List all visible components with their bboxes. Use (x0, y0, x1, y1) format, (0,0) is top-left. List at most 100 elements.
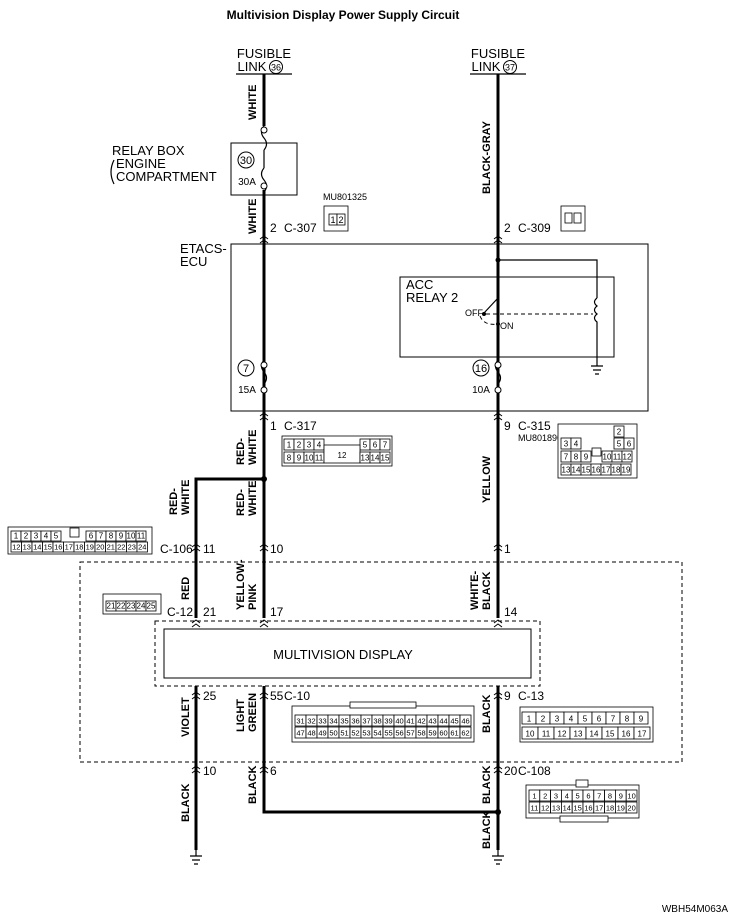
c106-pin-10: 10 (270, 542, 284, 556)
c13-cell-label: 2 (541, 715, 546, 724)
c317-cell-box (379, 451, 391, 464)
c315-cell-label: 13 (562, 466, 571, 475)
c10-cell-label: 53 (362, 729, 370, 738)
c10-cell-label: 51 (340, 729, 348, 738)
multivision-display-box (163, 628, 532, 679)
fuse-7-rating: 15A (238, 385, 256, 396)
multivision-connector-outline (154, 620, 541, 687)
c315-cell-label: 16 (592, 466, 601, 475)
c315-cell-label: 2 (617, 428, 622, 437)
fuse-7-number: 7 (243, 363, 249, 375)
c108-cell-label: 15 (573, 804, 581, 813)
c10-cell-label: 57 (406, 729, 414, 738)
c10-pin: 55 (270, 689, 284, 703)
c315-cell-box (580, 450, 592, 463)
c106-cell-label: 7 (99, 532, 104, 541)
c106-cell-label: 4 (44, 532, 49, 541)
acc-relay-label-line1: ACC (406, 277, 433, 292)
c10-cell-label: 59 (428, 729, 436, 738)
c12-cell-label: 25 (147, 602, 156, 611)
c106-cell-label: 23 (128, 543, 136, 552)
c106-cell-box (136, 541, 148, 553)
c13-cell-box (633, 726, 651, 740)
c108-cell-label: 3 (554, 792, 558, 801)
c315-cell-label: 14 (572, 466, 581, 475)
c315-cell-label: 5 (617, 440, 622, 449)
etacs-ecu-outline (230, 243, 649, 412)
c13-cell-label: 16 (622, 730, 631, 739)
c13-cell-label: 14 (590, 730, 599, 739)
c10-cell-label: 42 (417, 717, 425, 726)
c108-cell-label: 2 (543, 792, 547, 801)
c13-cell-label: 5 (583, 715, 588, 724)
connector-arrow-mark (259, 765, 269, 774)
acc-relay-splice (495, 257, 501, 263)
pin-17: 17 (270, 605, 284, 619)
acc-relay-coil-feed (498, 259, 598, 298)
c106-cell-box (50, 530, 62, 542)
relay-box-bracket (110, 159, 115, 185)
c315-cell-box (570, 437, 582, 450)
fusible-link-36-number: 36 (271, 63, 281, 73)
c12-pin: 21 (203, 605, 217, 619)
c106-cell-label: 12 (12, 543, 20, 552)
c13-pin: 9 (504, 689, 511, 703)
c317-cell-label: 11 (315, 454, 324, 463)
c10-cell-box (459, 714, 472, 727)
c108-cell-label: 18 (606, 804, 614, 813)
ground-icon-left (190, 855, 202, 865)
connector-arrow-mark (493, 765, 503, 774)
fuse-16-number: 16 (475, 363, 487, 375)
c10-cell-label: 43 (428, 717, 436, 726)
fuse-7-number-circle (237, 359, 255, 377)
c315-cell-box (623, 437, 635, 450)
wire-label-red-white-2-line2: WHITE (247, 481, 259, 516)
c106-cell-label: 19 (86, 543, 94, 552)
c108-cell-label: 5 (576, 792, 580, 801)
c10-cell-label: 46 (461, 717, 469, 726)
c12-cell-box (145, 600, 157, 612)
c10-cell-label: 34 (329, 717, 337, 726)
c108-cell-label: 11 (531, 804, 539, 813)
fuse-16-number-circle (472, 359, 490, 377)
c106-cell-label: 8 (109, 532, 114, 541)
c315-cell-label: 12 (623, 453, 632, 462)
connector-arrow-mark (493, 235, 503, 244)
fusible-link-37-label-line2: LINK (472, 59, 501, 74)
c108-cell-label: 19 (617, 804, 625, 813)
c315-name: C-315 (518, 419, 551, 433)
wire-label-yellow-pink-line1: YELLOW- (235, 559, 247, 610)
fusible-link-37-number: 37 (505, 63, 515, 73)
c315-cell-label: 19 (622, 466, 631, 475)
ground-icon-right (492, 855, 504, 865)
c108-cell-label: 20 (627, 804, 635, 813)
c106-cell-label: 24 (138, 543, 146, 552)
c10-cell-label: 39 (384, 717, 392, 726)
c307-cell-2: 2 (338, 215, 343, 225)
c317-name: C-317 (284, 419, 317, 433)
fuse-30-terminal-bottom (260, 182, 268, 190)
c106-cell-label: 3 (34, 532, 39, 541)
c108-pin-20: 20 (504, 764, 518, 778)
relay-box-label-line1: RELAY BOX (112, 143, 185, 158)
c10-cell-label: 40 (395, 717, 403, 726)
c108-cell-label: 10 (627, 792, 635, 801)
wire-label-red: RED (180, 577, 192, 600)
wire-label-red-white-1-line1: RED- (235, 438, 247, 465)
c315-cell-label: 17 (602, 466, 611, 475)
c108-cell-label: 16 (584, 804, 592, 813)
connector-arrow-mark (493, 619, 503, 628)
c10-cell-label: 45 (450, 717, 458, 726)
c108-pin-10: 10 (203, 764, 217, 778)
connector-arrow-mark (493, 412, 503, 421)
connector-arrow-mark (493, 691, 503, 700)
c10-cell-label: 61 (450, 729, 458, 738)
c315-cell-label: 4 (574, 440, 579, 449)
c10-cell-label: 52 (351, 729, 359, 738)
c317-cell-label: 9 (297, 454, 302, 463)
acc-relay-on-label: ON (500, 321, 514, 331)
c106-cell-box (135, 530, 147, 542)
c10-cell-label: 44 (439, 717, 447, 726)
